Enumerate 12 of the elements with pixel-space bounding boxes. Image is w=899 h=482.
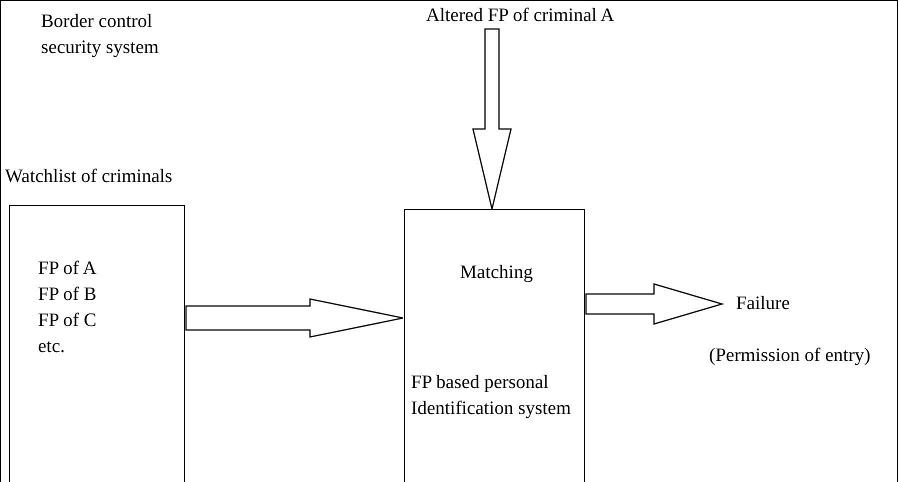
box-text: FP based personal Identification system	[411, 371, 572, 421]
hollow-arrow	[185, 298, 404, 338]
box-text: FP of A FP of B FP of C etc.	[38, 257, 98, 359]
label-text: (Permission of entry)	[709, 344, 870, 368]
process-box	[404, 209, 585, 482]
hollow-arrow	[585, 283, 724, 325]
hollow-arrow	[472, 28, 512, 210]
label-text: Failure	[736, 292, 790, 316]
label-text: Border control security system	[41, 10, 160, 60]
heading: Watchlist of criminals	[5, 165, 172, 189]
label-text: Altered FP of criminal A	[426, 4, 614, 28]
box-text: Matching	[460, 261, 533, 285]
